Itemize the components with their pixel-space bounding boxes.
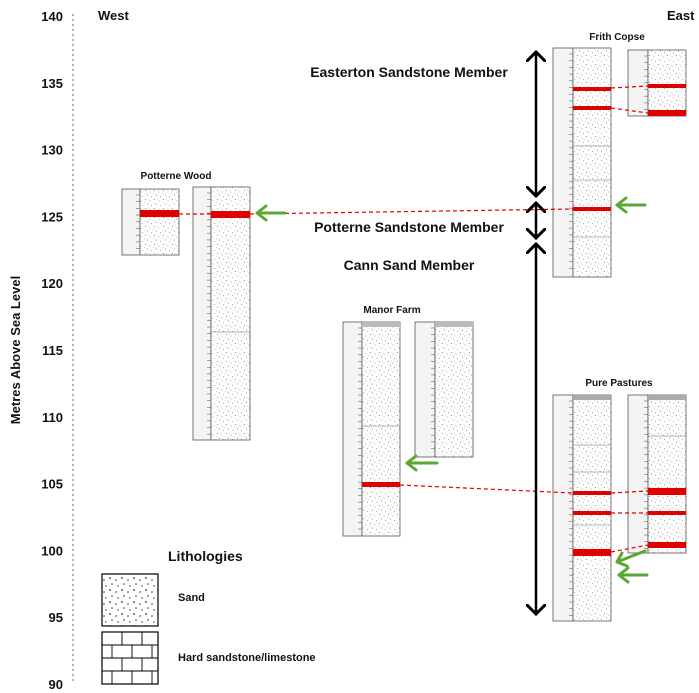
- correlation-bed: [362, 482, 400, 487]
- column-potterne-wood-short: [121, 188, 180, 256]
- legend-swatch-hard-sandstone: [101, 631, 159, 685]
- legend-label-hard-sandstone: Hard sandstone/limestone: [178, 652, 316, 664]
- correlation-bed: [648, 511, 686, 515]
- green-arrow-icon: [255, 204, 287, 222]
- y-axis-tick-label: 140: [41, 9, 63, 24]
- correlation-bed: [648, 542, 686, 548]
- y-axis-tick-label: 120: [41, 276, 63, 291]
- member-label-cann: Cann Sand Member: [344, 257, 475, 273]
- lithologies-legend: Lithologies Sand Hard sandstone/limeston…: [101, 548, 316, 685]
- legend-title: Lithologies: [168, 548, 243, 564]
- east-label: East: [667, 8, 695, 23]
- y-axis-tick-label: 110: [42, 410, 63, 425]
- y-axis-tick-label: 105: [41, 477, 63, 492]
- correlation-lines: [179, 85, 649, 553]
- correlation-bed: [140, 210, 179, 217]
- member-label-easterton: Easterton Sandstone Member: [310, 64, 508, 80]
- green-arrow-icon: [615, 196, 647, 214]
- section-scale-ticks: [136, 53, 648, 616]
- y-axis-title: Metres Above Sea Level: [8, 276, 23, 424]
- section-potterne-wood: Potterne Wood: [121, 171, 251, 441]
- correlation-bed: [648, 488, 686, 495]
- y-axis: 140 135 130 125 120 115 110 105 100 95 90 Metres A…: [8, 9, 74, 692]
- section-label-potterne-wood: Potterne Wood: [141, 171, 212, 182]
- correlation-bed: [211, 211, 250, 218]
- correlation-bed: [573, 87, 611, 91]
- correlation-bed: [573, 106, 611, 110]
- correlation-bed: [648, 110, 686, 116]
- column-pure-pastures-short: [627, 394, 687, 554]
- column-frith-copse-short: [627, 49, 687, 117]
- section-manor-farm: Manor Farm: [342, 305, 474, 537]
- green-arrow-icon: [615, 549, 647, 568]
- section-label-manor-farm: Manor Farm: [363, 305, 420, 316]
- y-axis-tick-label: 100: [41, 543, 63, 558]
- correlation-bed: [573, 511, 611, 515]
- correlation-bed: [573, 207, 611, 211]
- section-pure-pastures: Pure Pastures: [552, 378, 687, 622]
- column-potterne-wood-long: [192, 186, 251, 441]
- green-arrow-icon: [617, 566, 649, 584]
- correlation-bed: [573, 491, 611, 495]
- correlation-bed: [648, 84, 686, 88]
- section-frith-copse: Frith Copse: [552, 32, 687, 278]
- column-pure-pastures-long: [552, 394, 612, 622]
- green-arrow-icon: [405, 454, 439, 472]
- y-axis-tick-label: 135: [41, 76, 63, 91]
- section-label-frith-copse: Frith Copse: [589, 32, 645, 43]
- y-axis-tick-label: 95: [49, 610, 63, 625]
- correlation-bed: [573, 549, 611, 556]
- legend-label-sand: Sand: [178, 592, 205, 604]
- y-axis-tick-label: 125: [41, 209, 63, 224]
- column-manor-farm-long: [342, 321, 401, 537]
- y-axis-tick-label: 130: [41, 143, 63, 158]
- marker-arrows: [255, 196, 649, 584]
- column-frith-copse-long: [552, 47, 612, 278]
- legend-swatch-sand: [101, 573, 159, 627]
- member-label-potterne: Potterne Sandstone Member: [314, 219, 504, 235]
- west-label: West: [98, 8, 129, 23]
- section-label-pure-pastures: Pure Pastures: [585, 378, 653, 389]
- y-axis-tick-label: 90: [49, 677, 63, 692]
- column-manor-farm-short: [414, 321, 474, 458]
- y-axis-tick-label: 115: [42, 343, 63, 358]
- y-axis-ticks: 140 135 130 125 120 115 110 105 100 95 90: [41, 9, 63, 692]
